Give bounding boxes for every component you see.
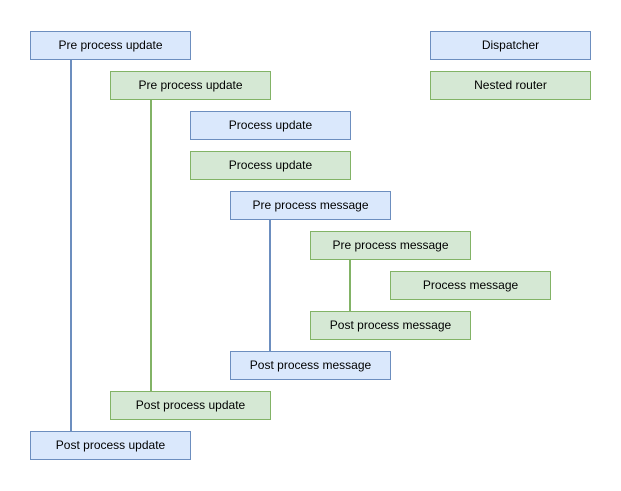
node-label-post-process-message-dispatcher: Post process message [249,358,372,373]
message-scope-line-router [349,260,351,311]
node-dispatcher-legend: Dispatcher [430,31,591,60]
node-label-process-message-router: Process message [422,278,519,293]
node-post-process-message-router: Post process message [310,311,471,340]
node-pre-process-update-router: Pre process update [110,71,271,100]
node-label-nested-router-legend: Nested router [474,78,547,93]
node-pre-process-message-dispatcher: Pre process message [230,191,391,220]
node-label-post-process-update-dispatcher: Post process update [55,438,166,453]
update-scope-line-dispatcher [70,60,72,431]
node-post-process-message-dispatcher: Post process message [230,351,391,380]
node-label-pre-process-update-dispatcher: Pre process update [58,38,163,53]
node-label-pre-process-message-dispatcher: Pre process message [252,198,369,213]
node-label-pre-process-update-router: Pre process update [138,78,243,93]
message-scope-line-dispatcher [269,220,271,351]
node-pre-process-update-dispatcher: Pre process update [30,31,191,60]
node-process-update-router: Process update [190,151,351,180]
node-label-post-process-message-router: Post process message [329,318,452,333]
node-process-message-router: Process message [390,271,551,300]
node-post-process-update-router: Post process update [110,391,271,420]
node-label-process-update-dispatcher: Process update [228,118,313,133]
node-label-post-process-update-router: Post process update [135,398,246,413]
update-scope-line-router [150,100,152,391]
node-post-process-update-dispatcher: Post process update [30,431,191,460]
node-label-pre-process-message-router: Pre process message [332,238,449,253]
node-nested-router-legend: Nested router [430,71,591,100]
node-process-update-dispatcher: Process update [190,111,351,140]
node-label-dispatcher-legend: Dispatcher [481,38,540,53]
node-label-process-update-router: Process update [228,158,313,173]
node-pre-process-message-router: Pre process message [310,231,471,260]
